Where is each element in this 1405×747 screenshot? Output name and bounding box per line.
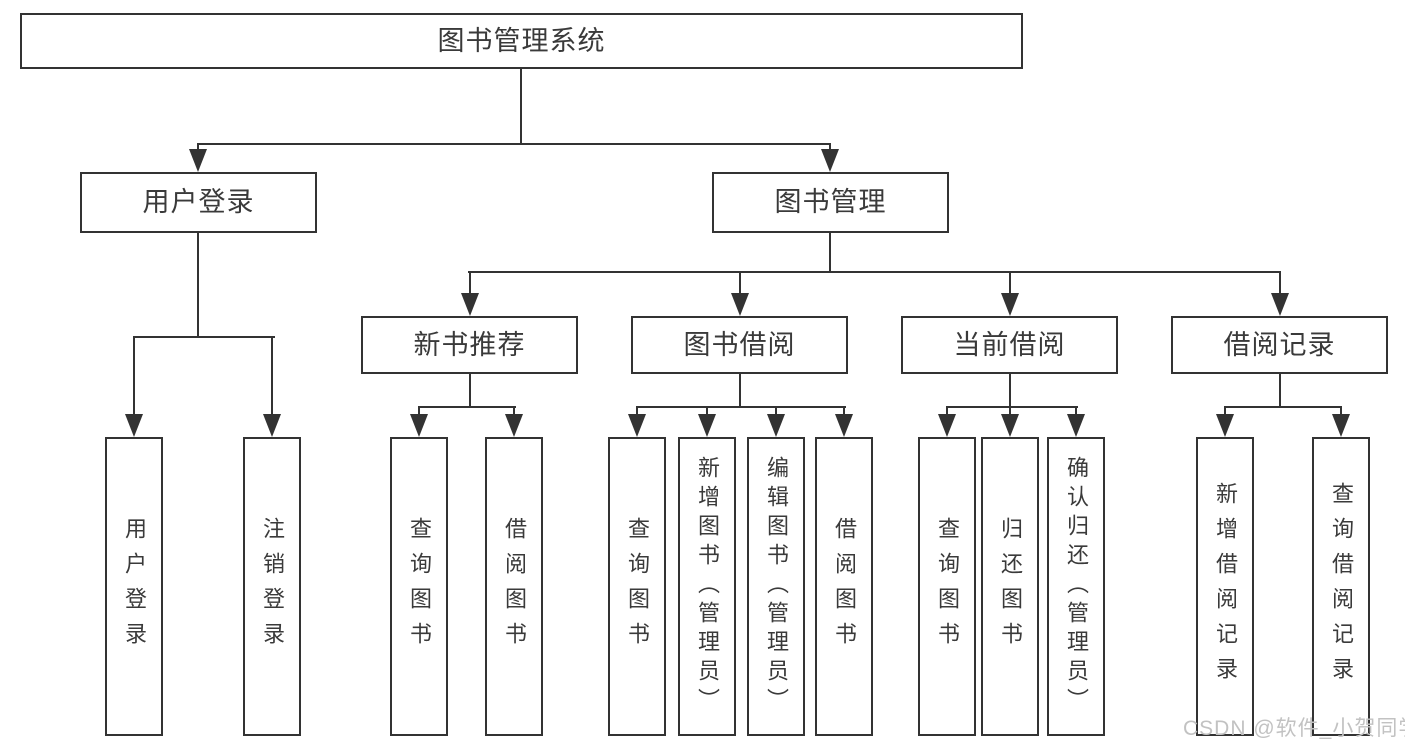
node-label: 查询借阅记录 bbox=[1329, 481, 1354, 692]
connector-root-crossbar bbox=[197, 143, 831, 145]
connector-stub bbox=[706, 406, 708, 416]
arrow-down-icon bbox=[461, 293, 479, 316]
arrow-down-icon bbox=[821, 149, 839, 172]
node-user-login: 用户登录 bbox=[80, 172, 317, 233]
connector-stub-book-management bbox=[829, 143, 831, 151]
connector-stub bbox=[1075, 406, 1077, 416]
arrow-down-icon bbox=[189, 149, 207, 172]
node-label: 确认归还（管理员） bbox=[1064, 456, 1089, 717]
csdn-watermark: CSDN @软件_小贺同学 bbox=[1183, 717, 1405, 740]
leaf-query-books-borrowing: 查询图书 bbox=[608, 437, 666, 736]
node-label: 查询图书 bbox=[407, 516, 432, 657]
connector-new-book-stem bbox=[469, 374, 471, 408]
node-label: 借阅图书 bbox=[832, 516, 857, 657]
node-label: 图书借阅 bbox=[683, 329, 796, 360]
node-book-borrowing: 图书借阅 bbox=[631, 316, 848, 374]
arrow-down-icon bbox=[938, 414, 956, 437]
arrow-down-icon bbox=[1001, 293, 1019, 316]
arrow-down-icon bbox=[1001, 414, 1019, 437]
connector-root-stem bbox=[520, 69, 522, 143]
node-label: 借阅记录 bbox=[1223, 329, 1336, 360]
node-label: 当前借阅 bbox=[953, 329, 1066, 360]
node-label: 图书管理系统 bbox=[437, 25, 606, 56]
node-label: 新增图书（管理员） bbox=[695, 456, 720, 717]
connector-stub-book-borrow bbox=[739, 271, 741, 295]
leaf-add-books-admin: 新增图书（管理员） bbox=[678, 437, 736, 736]
arrow-down-icon bbox=[410, 414, 428, 437]
connector-stub bbox=[946, 406, 948, 416]
connector-stub bbox=[636, 406, 638, 416]
node-label: 借阅图书 bbox=[502, 516, 527, 657]
connector-stub-new-book bbox=[469, 271, 471, 295]
node-label: 查询图书 bbox=[935, 516, 960, 657]
arrow-down-icon bbox=[731, 293, 749, 316]
leaf-query-books-current: 查询图书 bbox=[918, 437, 976, 736]
connector-stub-leaf-user-login bbox=[133, 336, 135, 416]
leaf-query-borrow-record: 查询借阅记录 bbox=[1312, 437, 1370, 736]
node-library-management-system: 图书管理系统 bbox=[20, 13, 1023, 69]
connector-user-login-crossbar bbox=[133, 336, 275, 338]
connector-stub bbox=[418, 406, 420, 416]
node-label: 用户登录 bbox=[142, 187, 255, 217]
arrow-down-icon bbox=[125, 414, 143, 437]
node-current-borrowing: 当前借阅 bbox=[901, 316, 1118, 374]
arrow-down-icon bbox=[505, 414, 523, 437]
arrow-down-icon bbox=[1216, 414, 1234, 437]
leaf-add-borrow-record: 新增借阅记录 bbox=[1196, 437, 1254, 736]
node-label: 归还图书 bbox=[998, 516, 1023, 657]
connector-book-management-stem bbox=[829, 233, 831, 273]
leaf-user-login: 用户登录 bbox=[105, 437, 163, 736]
connector-stub bbox=[1009, 406, 1011, 416]
connector-stub-leaf-logout bbox=[271, 336, 273, 416]
node-label: 查询图书 bbox=[625, 516, 650, 657]
leaf-confirm-return-admin: 确认归还（管理员） bbox=[1047, 437, 1105, 736]
arrow-down-icon bbox=[835, 414, 853, 437]
leaf-borrow-books-borrowing: 借阅图书 bbox=[815, 437, 873, 736]
connector-stub-borrow-records bbox=[1279, 271, 1281, 295]
arrow-down-icon bbox=[1067, 414, 1085, 437]
node-label: 注销登录 bbox=[260, 516, 285, 657]
connector-stub-current-borrow bbox=[1009, 271, 1011, 295]
connector-user-login-stem bbox=[197, 233, 199, 338]
connector-borrow-records-crossbar bbox=[1224, 406, 1342, 408]
arrow-down-icon bbox=[1332, 414, 1350, 437]
node-label: 新书推荐 bbox=[413, 329, 526, 360]
arrow-down-icon bbox=[628, 414, 646, 437]
connector-current-borrow-stem bbox=[1009, 374, 1011, 408]
connector-stub bbox=[775, 406, 777, 416]
connector-current-borrow-crossbar bbox=[946, 406, 1078, 408]
connector-stub bbox=[843, 406, 845, 416]
node-new-book-recommendation: 新书推荐 bbox=[361, 316, 578, 374]
arrow-down-icon bbox=[1271, 293, 1289, 316]
node-label: 新增借阅记录 bbox=[1213, 481, 1238, 692]
connector-new-book-crossbar bbox=[418, 406, 516, 408]
leaf-return-books: 归还图书 bbox=[981, 437, 1039, 736]
leaf-edit-books-admin: 编辑图书（管理员） bbox=[747, 437, 805, 736]
connector-stub bbox=[1224, 406, 1226, 416]
connector-book-borrow-crossbar bbox=[636, 406, 846, 408]
node-book-management: 图书管理 bbox=[712, 172, 949, 233]
connector-stub-user-login bbox=[197, 143, 199, 151]
connector-stub bbox=[1340, 406, 1342, 416]
arrow-down-icon bbox=[263, 414, 281, 437]
node-borrowing-records: 借阅记录 bbox=[1171, 316, 1388, 374]
leaf-logout: 注销登录 bbox=[243, 437, 301, 736]
connector-book-borrow-stem bbox=[739, 374, 741, 408]
connector-stub bbox=[513, 406, 515, 416]
connector-borrow-records-stem bbox=[1279, 374, 1281, 408]
arrow-down-icon bbox=[767, 414, 785, 437]
leaf-query-books-recommend: 查询图书 bbox=[390, 437, 448, 736]
leaf-borrow-books-recommend: 借阅图书 bbox=[485, 437, 543, 736]
node-label: 编辑图书（管理员） bbox=[764, 456, 789, 717]
node-label: 图书管理 bbox=[774, 187, 887, 217]
node-label: 用户登录 bbox=[122, 516, 147, 657]
arrow-down-icon bbox=[698, 414, 716, 437]
connector-book-management-crossbar bbox=[468, 271, 1281, 273]
